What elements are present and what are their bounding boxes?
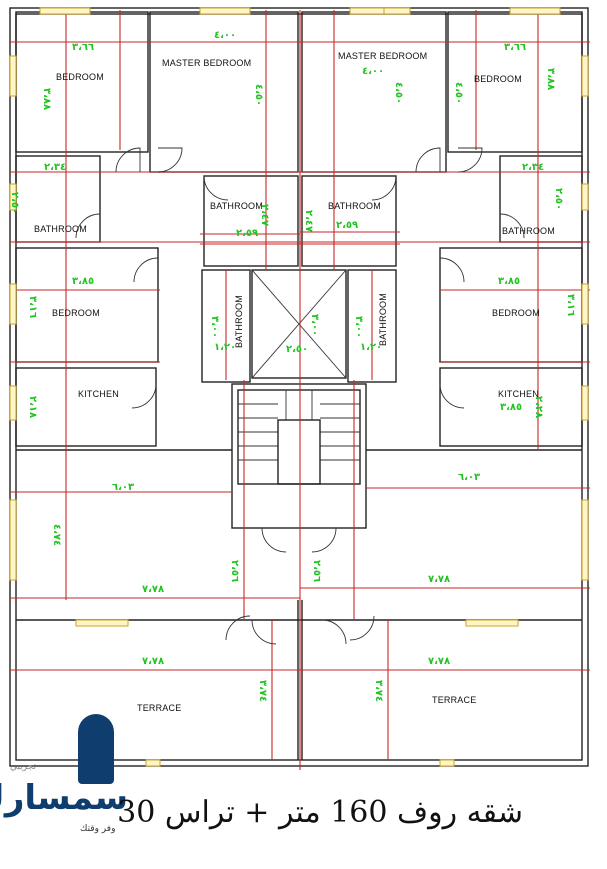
dim-label: ٢،٥٩ [236,228,258,239]
dim-label: ٦،٠٣ [458,472,480,483]
doors [75,147,525,645]
dim-label: ٣،١٦ [565,294,576,316]
room-master-l: MASTER BEDROOM [162,58,251,68]
bedroom-tl-walls [15,11,149,153]
room-master-r: MASTER BEDROOM [338,51,427,61]
staircase [231,383,367,529]
room-terrace-l: TERRACE [137,703,181,713]
room-kitchen-r: KITCHEN [498,389,539,399]
room-bath-r: BATHROOM [502,226,555,236]
dim-label: ٢،٣٤ [522,162,544,173]
stair-steps [238,390,360,485]
dim-label: ٢،٣٤ [44,162,66,173]
brand-logo: تجريبي سمسارك وفر وقتك [0,712,136,862]
bath-cr-walls [301,175,397,267]
outer-wall [9,7,589,767]
dim-label: ٣،١٦ [27,296,38,318]
dim-label: ٣،٨٨ [41,88,52,110]
plan-caption: شقه روف 160 متر + تراس 30 [117,795,523,830]
logo-brand-text: سمسارك [0,778,128,818]
dim-label: ٣،٦٦ [72,42,94,53]
dim-label: ١،٢٠ [360,342,382,353]
dim-label: ٤،٥٠ [393,82,404,104]
dim-label: ٣،٨٥ [72,276,94,287]
dim-label: ٤،٠٠ [362,66,384,77]
room-terrace-r: TERRACE [432,695,476,705]
dim-label: ٣،٨٥ [498,276,520,287]
dim-label: ٦،٠٣ [112,482,134,493]
windows [9,7,589,767]
dim-label: ٢،١٨ [27,396,38,418]
dim-label: ٤،٠٠ [214,30,236,41]
dim-label: ٧،٧٨ [428,574,450,585]
room-bath-vl: BATHROOM [234,295,244,348]
dim-label: ٣،٧٤ [257,680,268,702]
shaft-cross-b [251,269,347,379]
room-bedroom-tr: BEDROOM [474,74,522,84]
master-r-walls [301,11,447,173]
room-bath-cr: BATHROOM [328,201,381,211]
dim-label: ٢،٥٦ [229,560,240,582]
dim-label: ٢،٥٠ [286,344,308,355]
dim-label: ٤،٥٠ [453,82,464,104]
dim-label: ٤،٥٠ [253,84,264,106]
dim-label: ٣،٧٤ [373,680,384,702]
logo-mark-icon [78,714,114,784]
dim-label: ٢،٥٦ [311,560,322,582]
room-bedroom-mr: BEDROOM [492,308,540,318]
dim-label: ٣،٦٦ [504,42,526,53]
room-bedroom-ml: BEDROOM [52,308,100,318]
dim-label: ٣،٨٨ [545,68,556,90]
dim-label: ٣،٠٠ [309,314,320,336]
dim-label: ١،٢٠ [214,342,236,353]
dim-label: ٧،٧٨ [142,656,164,667]
room-kitchen-l: KITCHEN [78,389,119,399]
dim-label: ٣،٠٠ [209,316,220,338]
inner-wall [15,13,583,761]
room-bath-vr: BATHROOM [378,293,388,346]
room-bedroom-tl: BEDROOM [56,72,104,82]
dim-label: ٢،٥٠ [9,192,20,214]
dim-label: ٧،٧٨ [142,584,164,595]
dim-label: ٧،٧٨ [428,656,450,667]
room-bath-l: BATHROOM [34,224,87,234]
bath-cl-walls [203,175,299,267]
dim-label: ٣،٠٠ [353,316,364,338]
light-shaft [251,269,347,379]
dim-label: ٢،٥٠ [553,188,564,210]
dim-label: ٤،٧٤ [51,524,62,546]
dim-label: ٢،٥٩ [336,220,358,231]
dim-label: ٣،٨٥ [500,402,522,413]
dim-label: ٢،٢٨ [533,396,544,418]
room-bath-cl: BATHROOM [210,201,263,211]
dim-label: ٢،٤٧ [303,210,314,232]
dim-label: ٢،٤٧ [259,204,270,226]
logo-top-text: تجريبي [10,762,37,772]
guide-lines [10,10,590,770]
bedroom-mr-walls [439,247,583,363]
logo-tagline: وفر وقتك [80,824,116,834]
